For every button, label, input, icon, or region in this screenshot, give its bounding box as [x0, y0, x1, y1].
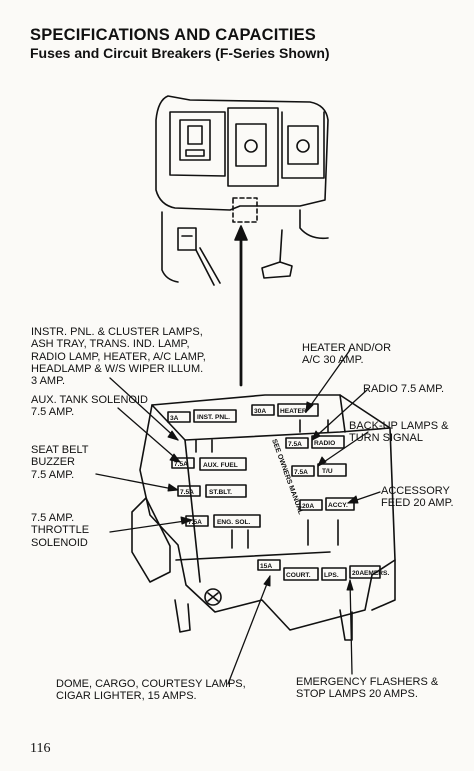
fuse-label-aux-fuel: AUX. FUEL [203, 462, 238, 469]
callout-aux-tank: AUX. TANK SOLENOID 7.5 AMP. [31, 394, 148, 419]
fuse-label-eng-sol: ENG. SOL. [217, 519, 251, 526]
callout-dome-cargo: DOME, CARGO, COURTESY LAMPS, CIGAR LIGHT… [56, 678, 246, 703]
fuse-label-instr: INST. PNL. [197, 414, 230, 421]
fuse-label-75a-tu: 7.5A [294, 469, 308, 476]
fuse-label-emers: EMERS. [364, 570, 389, 577]
page-subtitle: Fuses and Circuit Breakers (F-Series Sho… [30, 45, 330, 61]
fuse-label-75a-eng: 7.5A [188, 519, 202, 526]
fuse-label-20a-emer: 20A [352, 570, 364, 577]
fuse-label-15a: 15A [260, 563, 272, 570]
page-number: 116 [30, 741, 51, 756]
callout-throttle: 7.5 AMP. THROTTLE SOLENOID [31, 512, 90, 549]
fuse-label-tu: T/U [322, 468, 333, 475]
fuse-label-75a-stblt: 7.5A [180, 489, 194, 496]
fuse-label-heater: HEATER [280, 408, 307, 415]
fuse-label-75a-aux: 7.5A [174, 461, 188, 468]
fuse-label-75a-radio: 7.5A [288, 441, 302, 448]
callout-radio: RADIO 7.5 AMP. [363, 383, 445, 395]
fuse-label-30a: 30A [254, 408, 266, 415]
fuse-label-radio: RADIO [314, 440, 335, 447]
callout-seat-belt: SEAT BELT BUZZER 7.5 AMP. [31, 444, 89, 481]
see-owners-manual-label: SEE OWNERS MANUAL [270, 438, 304, 516]
dashboard-illustration [155, 95, 329, 286]
fuse-label-st-blt: ST.BLT. [209, 489, 232, 496]
fuse-label-court: COURT. [286, 572, 311, 579]
fuse-label-3a: 3A [170, 415, 179, 422]
leader-lines [95, 349, 381, 685]
callout-backup-lamps: BACK-UP LAMPS & TURN SIGNAL [349, 420, 449, 445]
page-title: SPECIFICATIONS AND CAPACITIES [30, 26, 317, 44]
callout-accessory: ACCESSORY FEED 20 AMP. [381, 485, 454, 510]
fuse-label-20a-accy: 20A [302, 503, 314, 510]
callout-emergency: EMERGENCY FLASHERS & STOP LAMPS 20 AMPS. [296, 676, 439, 701]
fuse-label-lps: LPS. [324, 572, 339, 579]
callout-heater-ac: HEATER AND/OR A/C 30 AMP. [302, 342, 392, 367]
fuse-label-accy: ACCY. [328, 502, 348, 509]
callout-instr-panel: INSTR. PNL. & CLUSTER LAMPS, ASH TRAY, T… [31, 326, 206, 388]
